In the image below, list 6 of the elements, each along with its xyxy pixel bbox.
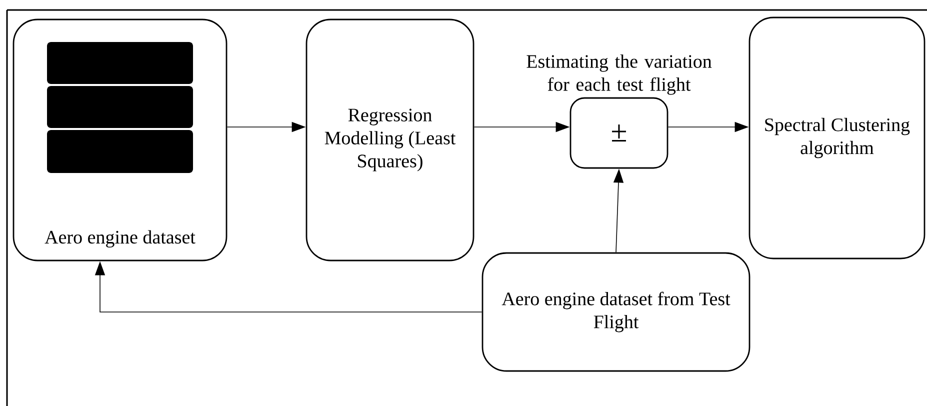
operation-box: ± [570,97,668,169]
process-box: Regression Modelling (Least Squares) [306,18,474,262]
box-heading: Estimating the variation for each test flight [526,54,712,95]
process-box: Spectral Clustering algorithm [748,16,926,260]
dataset-box: Aero engine dataset [12,18,228,262]
process-box: Aero engine dataset from Test Flight [482,252,750,372]
